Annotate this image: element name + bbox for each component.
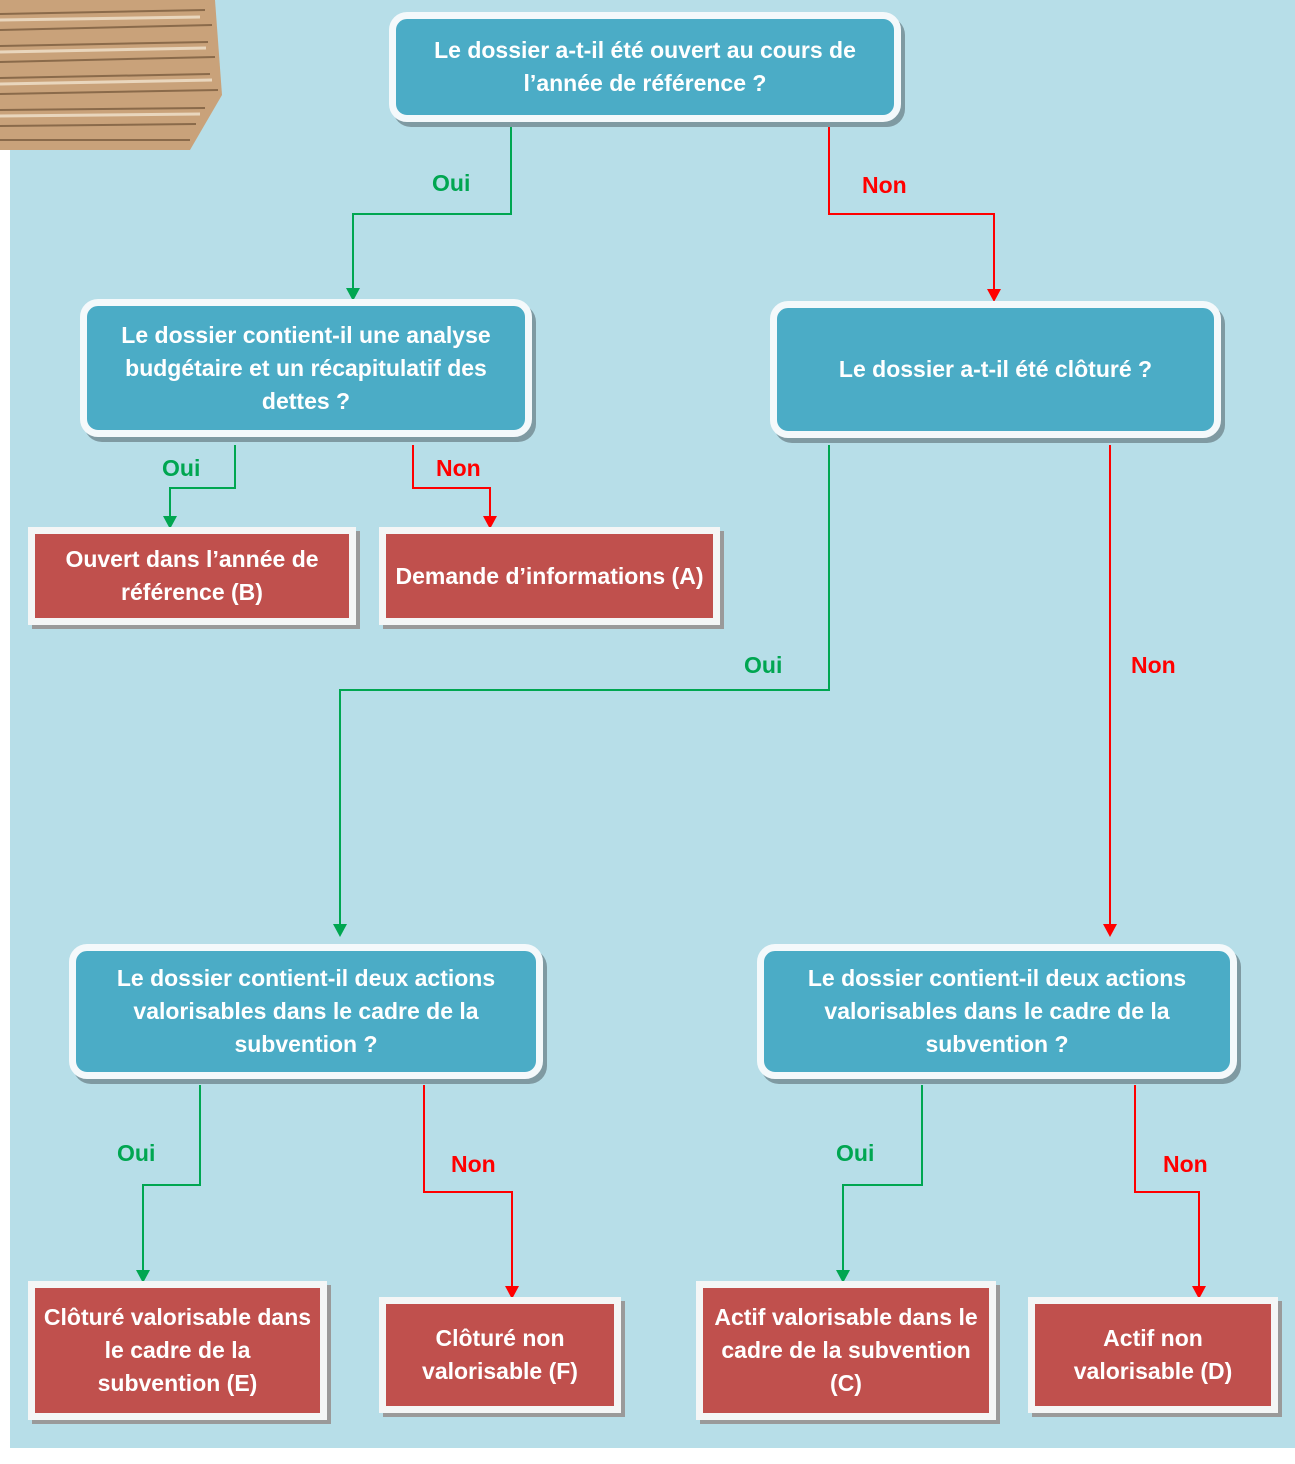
connector-q4-no bbox=[423, 1085, 513, 1288]
question-box-closed: Le dossier a-t-il été clôturé ? bbox=[770, 301, 1221, 438]
arrowhead-q5 bbox=[1103, 924, 1117, 937]
label-q5-no: Non bbox=[1163, 1151, 1208, 1177]
question-box-actions-active-branch: Le dossier contient-il deux actions valo… bbox=[757, 944, 1237, 1079]
arrowhead-d bbox=[1192, 1286, 1206, 1299]
question-box-budget-analysis: Le dossier contient-il une analyse budgé… bbox=[80, 299, 532, 437]
connector-q3-yes bbox=[339, 445, 830, 926]
label-q2-no: Non bbox=[436, 455, 481, 481]
label-q4-no: Non bbox=[451, 1151, 496, 1177]
result-box-f: Clôturé non valorisable (F) bbox=[379, 1297, 621, 1413]
flowchart-background bbox=[10, 0, 1295, 1448]
result-box-c: Actif valorisable dans le cadre de la su… bbox=[696, 1281, 996, 1420]
label-q3-yes: Oui bbox=[744, 652, 783, 678]
connector-q1-no bbox=[828, 125, 995, 290]
connector-q1-yes bbox=[352, 125, 512, 289]
result-box-a: Demande d’informations (A) bbox=[379, 527, 720, 625]
question-box-actions-closed-branch: Le dossier contient-il deux actions valo… bbox=[69, 944, 543, 1079]
label-q3-no: Non bbox=[1131, 652, 1176, 678]
arrowhead-b bbox=[163, 516, 177, 529]
label-q2-yes: Oui bbox=[162, 455, 201, 481]
question-box-opened-in-reference-year: Le dossier a-t-il été ouvert au cours de… bbox=[389, 12, 901, 122]
arrowhead-c bbox=[836, 1270, 850, 1283]
arrowhead-a bbox=[483, 516, 497, 529]
arrowhead-q2 bbox=[346, 288, 360, 301]
arrowhead-f bbox=[505, 1286, 519, 1299]
connector-q4-yes bbox=[142, 1085, 201, 1272]
connector-q2-no bbox=[412, 445, 491, 518]
label-q1-no: Non bbox=[862, 172, 907, 198]
result-box-e: Clôturé valorisable dans le cadre de la … bbox=[28, 1281, 327, 1420]
arrowhead-q4 bbox=[333, 924, 347, 937]
result-box-d: Actif non valorisable (D) bbox=[1028, 1297, 1278, 1413]
connector-q2-yes bbox=[169, 445, 236, 518]
arrowhead-q3 bbox=[987, 289, 1001, 302]
result-box-b: Ouvert dans l’année de référence (B) bbox=[28, 527, 356, 625]
arrowhead-e bbox=[136, 1270, 150, 1283]
label-q1-yes: Oui bbox=[432, 170, 471, 196]
connector-q5-yes bbox=[842, 1085, 923, 1272]
connector-q5-no bbox=[1134, 1085, 1200, 1288]
label-q4-yes: Oui bbox=[117, 1140, 156, 1166]
paper-stack-icon bbox=[0, 0, 222, 150]
label-q5-yes: Oui bbox=[836, 1140, 875, 1166]
